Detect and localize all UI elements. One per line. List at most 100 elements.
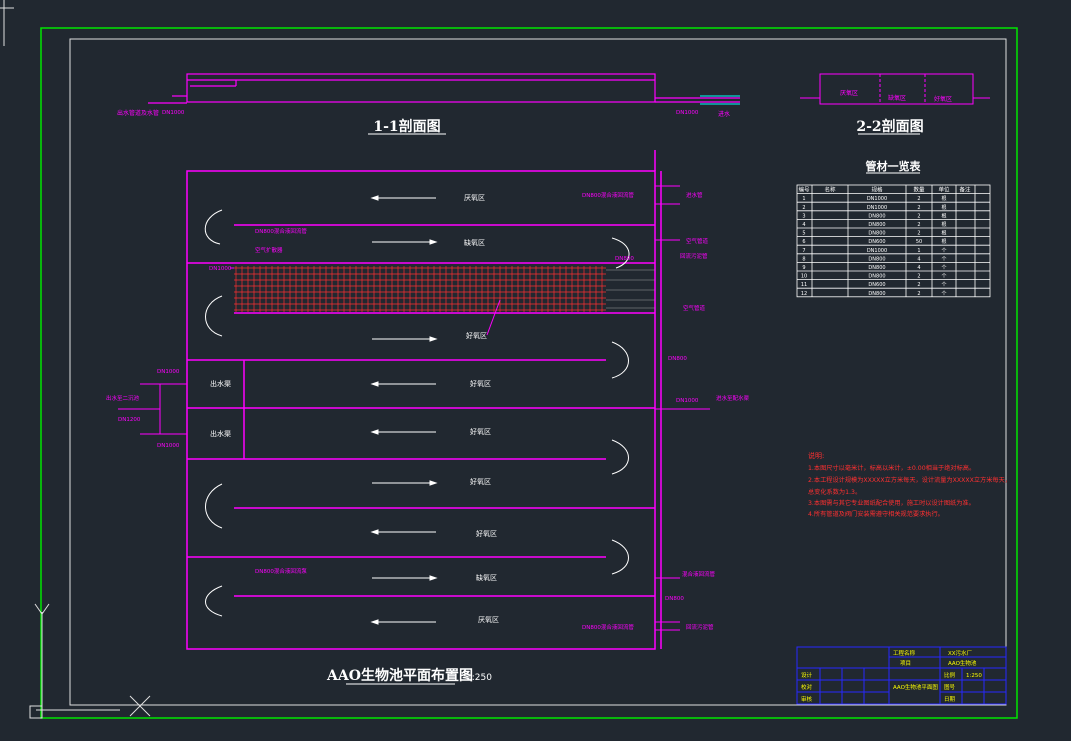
zone-bottom-anaerobic: 厌氧区	[478, 615, 499, 624]
pipe-table-header: 备注	[959, 186, 971, 194]
tb-item-value: AAO生物池	[948, 659, 977, 667]
notes-heading: 说明:	[808, 451, 824, 460]
pipe-table-cell: 2	[917, 231, 920, 237]
pipe-table-cell: DN1000	[867, 205, 887, 211]
pipe-table-cell: DN600	[868, 239, 885, 245]
section-2-2-zone-2: 缺氧区	[888, 94, 906, 102]
tb-project-value: XX污水厂	[948, 649, 973, 657]
pipe-table-cell: DN800	[868, 213, 885, 219]
section-1-1: 1-1剖面图 出水管道及水管 DN1000 DN1000 进水	[117, 73, 740, 135]
pipe-table-cell: DN800	[868, 231, 885, 237]
notes-line-4: 3.本图需与其它专业图纸配合使用，施工时以设计图纸为准。	[808, 499, 975, 507]
ucs-icon	[29, 603, 120, 719]
section-1-1-outlet-label: 出水管道及水管	[117, 109, 159, 117]
plan-dn-right: DN800	[615, 256, 634, 262]
zone-mid-aerobic-1: 好氧区	[470, 379, 491, 388]
pipe-table-cell: 2	[917, 196, 920, 202]
tb-item-label: 项目	[900, 660, 911, 667]
section-1-1-inlet-label: 进水	[718, 110, 730, 118]
pipe-table-cell: 根	[941, 204, 946, 211]
pipe-table-cell: 根	[941, 221, 946, 228]
plan-bottom-right-pipe: DN800混合液回流管	[582, 623, 634, 631]
corner-mark	[0, 0, 14, 46]
pipe-table-cell: DN1000	[867, 248, 887, 254]
plan-mid-right-label: 空气管道	[686, 237, 709, 245]
pipe-table-header: 编号	[798, 186, 810, 194]
title-block: 工程名称 XX污水厂 项目 AAO生物池 设计 校对 审核 AAO生物池平面图 …	[796, 646, 1007, 705]
plan-right-lower: 混合液回流管	[682, 570, 716, 578]
pipe-table-cell: 个	[941, 291, 946, 297]
zone-bottom-anoxic: 缺氧区	[476, 573, 497, 582]
plan-outlet-pipe-right: 进水至配水渠	[716, 394, 750, 402]
pipe-table-cell: DN800	[868, 222, 885, 228]
pipe-table-cell: DN800	[868, 274, 885, 280]
pipe-table-cell: 个	[941, 256, 946, 262]
plan-dn1200-left: DN1200	[118, 417, 141, 423]
plan-scale: 1:250	[466, 673, 492, 683]
tb-check-label: 校对	[801, 683, 813, 691]
pipe-table-header: 规格	[871, 186, 883, 194]
plan-dn1000-left: DN1000	[157, 369, 180, 375]
pipe-table-cell: 2	[917, 213, 920, 219]
pipe-table-cell: 4	[802, 222, 805, 228]
zone-top-anoxic: 缺氧区	[464, 238, 485, 247]
pipe-table-cell: 5	[802, 231, 805, 237]
pipe-table-cell: 9	[802, 265, 805, 271]
outer-frame	[40, 27, 1018, 719]
plan-mixer-top: DN800混合液回流管	[255, 227, 307, 235]
plan-air-pipe: 空气扩散器	[255, 246, 283, 254]
section-1-1-dn-left: DN1000	[162, 110, 185, 116]
zone-aerobic-main: 好氧区	[466, 331, 487, 340]
pipe-table-cell: 根	[941, 212, 946, 219]
pipe-table-cell: 根	[941, 238, 946, 245]
notes-line-1: 1.本图尺寸以毫米计，标高以米计，±0.00相当于绝对标高。	[808, 464, 975, 472]
tb-number-label: 图号	[944, 683, 956, 691]
plan-dn-main: DN800	[668, 356, 687, 362]
pipe-table-cell: 2	[917, 282, 920, 288]
tb-design-label: 设计	[801, 671, 813, 679]
plan-dn-outlet: DN1000	[676, 398, 699, 404]
tb-drawing-name: AAO生物池平面图	[893, 683, 938, 691]
pipe-table-cell: 个	[941, 248, 946, 254]
flow-arrows	[370, 195, 438, 625]
plan-dn1000-left2: DN1000	[157, 443, 180, 449]
pipe-table-cell: 个	[941, 282, 946, 288]
pipe-table-cell: 2	[917, 291, 920, 297]
pipe-table-cell: 10	[801, 274, 807, 280]
pipe-table-cell: 50	[916, 239, 922, 245]
section-1-1-title: 1-1剖面图	[373, 118, 440, 135]
pipe-table-cell: 根	[941, 230, 946, 237]
notes-line-3: 总变化系数为1.3。	[808, 488, 861, 496]
plan-inlet-label: 出水至二沉池	[106, 394, 140, 402]
zone-mid-aerobic-2: 好氧区	[470, 427, 491, 436]
plan-title: AAO生物池平面布置图	[326, 667, 473, 684]
crosshair-cursor	[129, 695, 151, 717]
notes-line-2: 2.本工程设计规模为XXXXX立方米每天，设计流量为XXXXX立方米每天，	[808, 476, 1011, 484]
pipe-table-cell: 8	[802, 256, 805, 262]
tb-review-label: 审核	[801, 695, 813, 703]
pipe-table-cell: DN1000	[867, 196, 887, 202]
pipe-table-cell: 11	[801, 282, 807, 288]
pipe-table-cell: 6	[802, 239, 805, 245]
section-2-2-title: 2-2剖面图	[856, 118, 923, 135]
section-1-1-dn-right: DN1000	[676, 110, 699, 116]
plan-mixer-bottom: DN800混合液回流泵	[255, 567, 307, 575]
zone-mid-aerobic-3: 好氧区	[470, 477, 491, 486]
zone-outlet-1: 出水渠	[210, 379, 231, 388]
pipe-table-cell: DN800	[868, 256, 885, 262]
tb-scale-value: 1:250	[966, 673, 982, 679]
pipe-table-cell: 2	[917, 274, 920, 280]
pipe-table-cell: 根	[941, 195, 946, 202]
design-notes: 说明: 1.本图尺寸以毫米计，标高以米计，±0.00相当于绝对标高。 2.本工程…	[808, 451, 1011, 518]
turn-arrows	[204, 209, 630, 617]
tb-date-label: 日期	[944, 696, 956, 703]
pipe-table-cell: 4	[917, 265, 920, 271]
zone-top-anaerobic: 厌氧区	[464, 193, 485, 202]
pipe-table-cell: 12	[801, 291, 807, 297]
pipe-table-cell: 7	[802, 248, 805, 254]
plan-view: 厌氧区 缺氧区 好氧区 出水渠 出水渠 好氧区 好氧区 好氧区 好氧区 缺氧区 …	[106, 150, 750, 685]
zone-outlet-2: 出水渠	[210, 429, 231, 438]
tb-project-label: 工程名称	[893, 649, 916, 657]
